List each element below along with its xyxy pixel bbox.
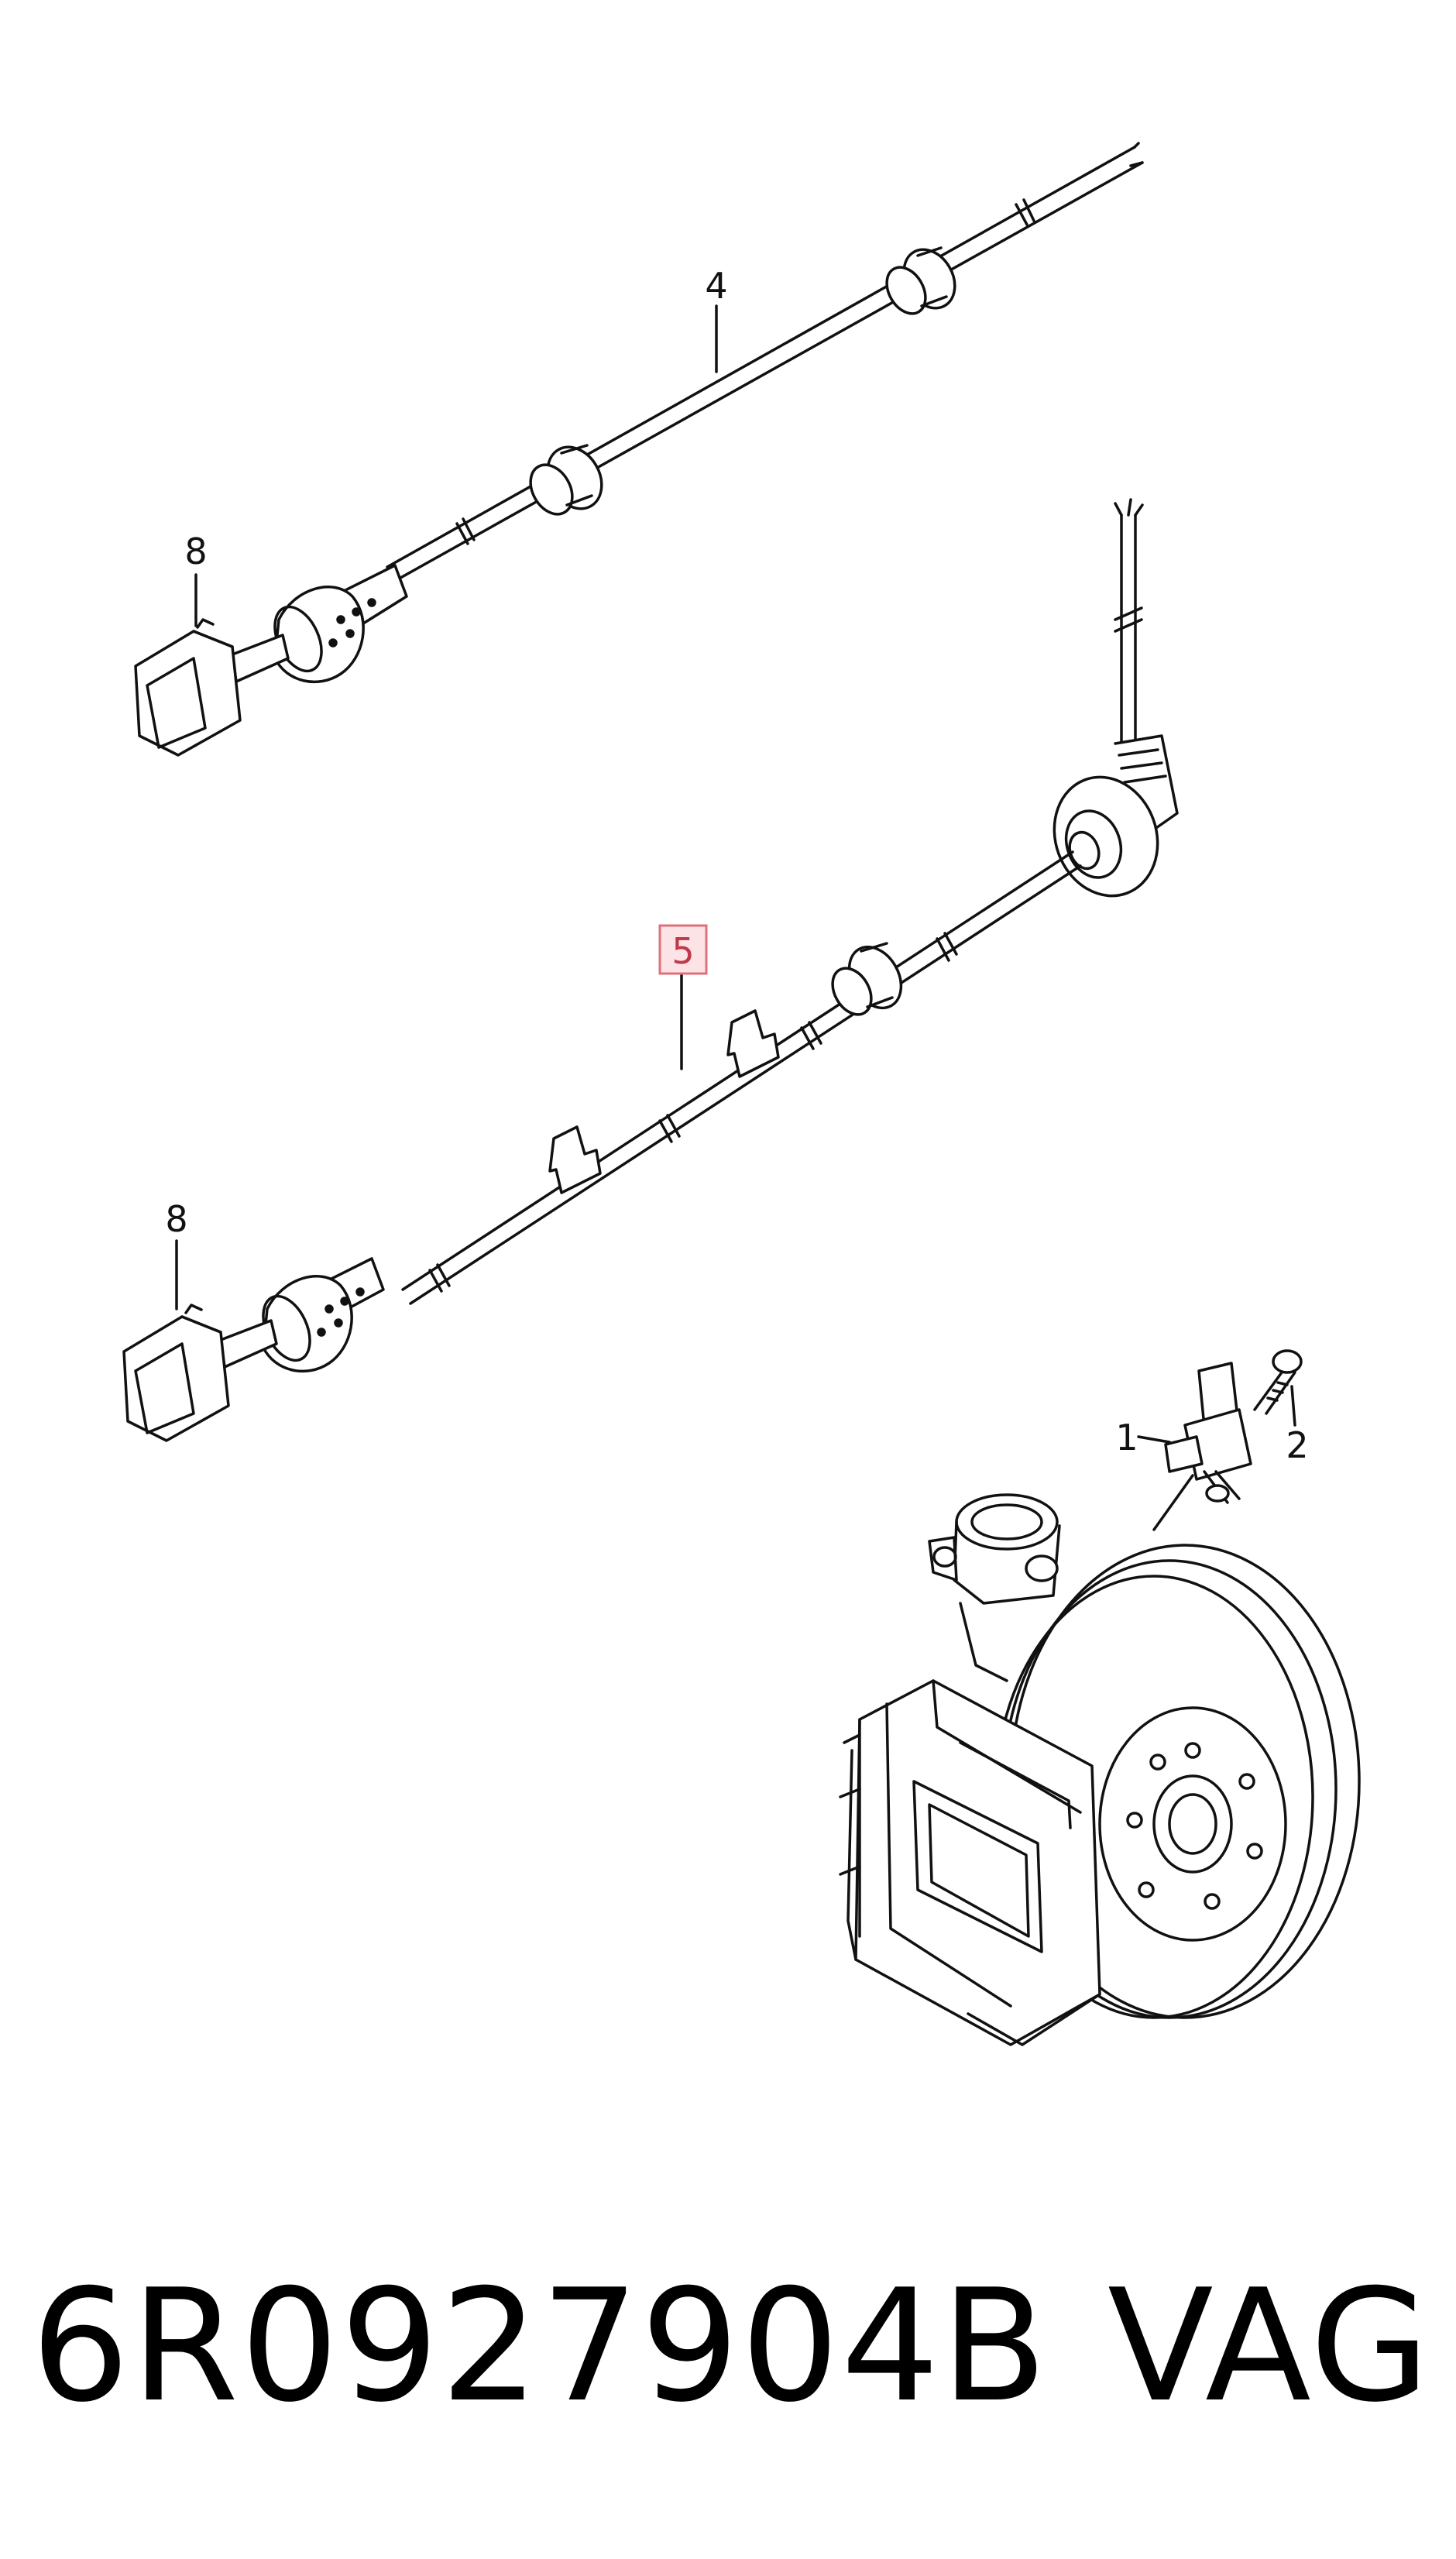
- cable-grommet-middle: [529, 444, 603, 516]
- connector-plug-lower: [122, 1304, 278, 1442]
- brand-label: VAG: [1107, 2256, 1432, 2437]
- callout-5[interactable]: 5: [671, 930, 694, 972]
- cable-grommet-lower: [831, 942, 903, 1016]
- connector-sleeve-lower: [262, 1257, 385, 1373]
- sensor-bolt: [1253, 1349, 1303, 1427]
- speed-sensor-cable-lower: [122, 498, 1179, 1442]
- callout-8-upper[interactable]: 8: [184, 531, 207, 572]
- part-number: 6R0927904B: [31, 2256, 1049, 2437]
- cable-clip-1: [726, 1009, 780, 1078]
- connector-plug-upper: [134, 618, 290, 757]
- speed-sensor-cable-upper: [134, 142, 1144, 757]
- callout-4[interactable]: 4: [705, 265, 727, 307]
- cable-clip-2: [548, 1125, 602, 1194]
- wheel-speed-sensor: [1137, 1362, 1252, 1531]
- callout-8-lower[interactable]: 8: [165, 1198, 187, 1240]
- callout-5-highlight: [658, 924, 708, 975]
- callout-2[interactable]: 2: [1286, 1424, 1308, 1466]
- connector-sleeve-upper: [273, 564, 408, 684]
- brake-caliper: [839, 1679, 1101, 2046]
- callout-1[interactable]: 1: [1115, 1417, 1138, 1458]
- parts-diagram: 4 5 8 8 1 2: [122, 142, 1361, 2046]
- steering-knuckle: [928, 1493, 1061, 1682]
- cable-grommet-upper: [885, 246, 956, 315]
